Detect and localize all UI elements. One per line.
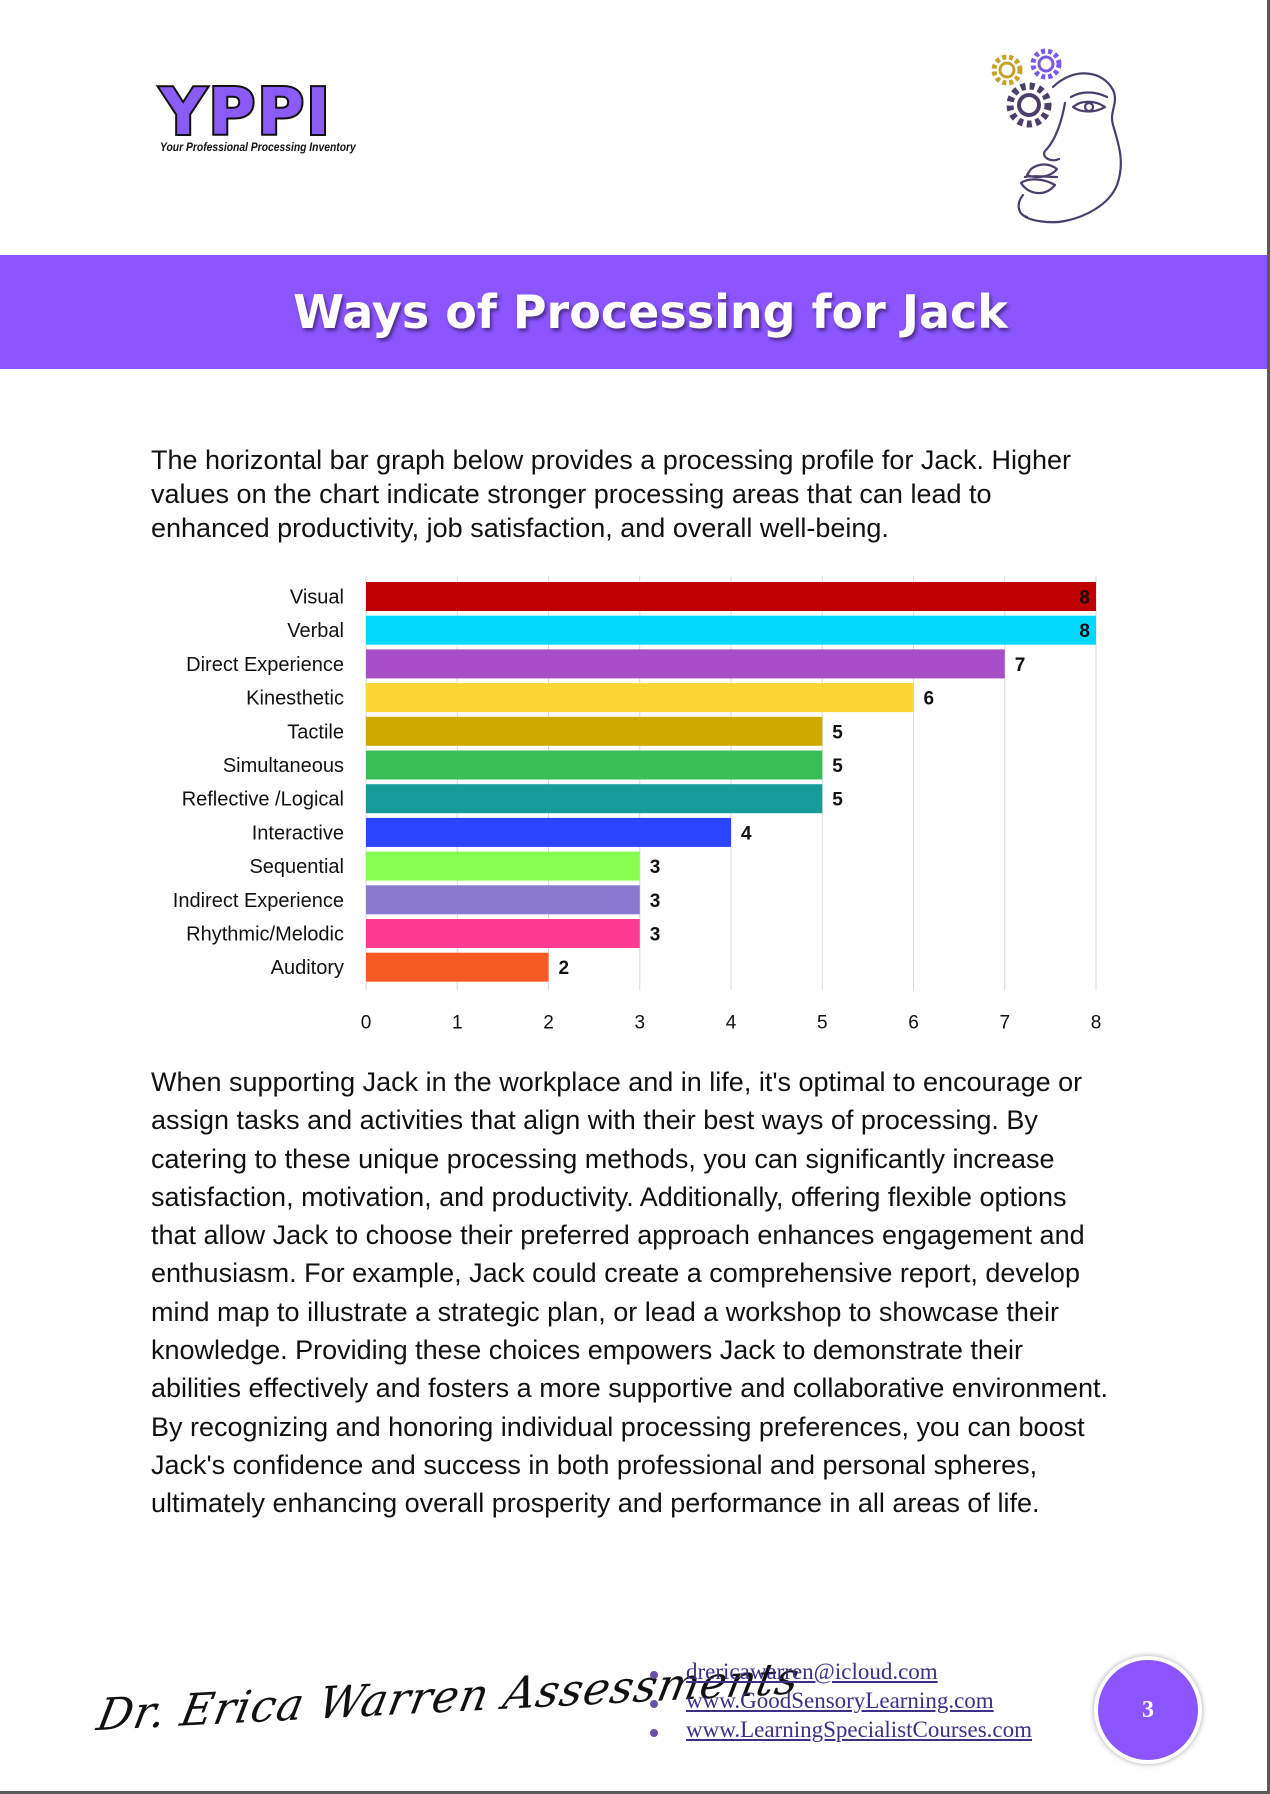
bar-kinesthetic	[366, 683, 914, 713]
signature-text: Dr. Erica Warren Assessments	[92, 1652, 805, 1742]
logo-wordmark: YPPI	[158, 76, 332, 150]
x-tick-label: 5	[817, 1012, 828, 1033]
contact-item-website-1: www.GoodSensoryLearning.com	[650, 1688, 1080, 1717]
category-label: Tactile	[287, 721, 344, 743]
x-tick-label: 1	[452, 1012, 463, 1033]
bar-tactile	[366, 716, 823, 746]
page-title: Ways of Processing for Jack	[293, 285, 1008, 339]
value-label: 7	[1015, 655, 1026, 676]
bar-visual	[366, 582, 1096, 611]
page-bottom-edge	[0, 1791, 1270, 1794]
bar-simultaneous	[366, 750, 823, 780]
category-label: Sequential	[249, 856, 344, 878]
bar-interactive	[366, 817, 731, 847]
category-label: Auditory	[271, 957, 344, 979]
body-paragraph: When supporting Jack in the workplace an…	[151, 1067, 1109, 1519]
value-label: 4	[741, 823, 752, 844]
x-tick-label: 0	[361, 1012, 372, 1033]
x-axis-ticks: 0 1 2 3 4 5 6 7 8	[361, 1012, 1102, 1033]
category-label: Interactive	[252, 822, 344, 844]
page-edge	[1267, 0, 1270, 1794]
contact-item-website-2: www.LearningSpecialistCourses.com	[650, 1717, 1080, 1746]
chart-bars	[366, 582, 1096, 982]
signature: Dr. Erica Warren Assessments	[93, 1653, 804, 1760]
category-label: Verbal	[287, 620, 344, 642]
bar-rhythmic-melodic	[366, 919, 640, 948]
value-labels: 8 8 7 6 5 5 5 4 3 3 3 2	[559, 588, 1091, 980]
page-number-badge: 3	[1094, 1656, 1202, 1764]
bar-auditory	[366, 952, 549, 982]
x-tick-label: 2	[543, 1012, 554, 1033]
contact-list: drericawarren@icloud.com www.GoodSensory…	[650, 1659, 1080, 1746]
x-tick-label: 3	[634, 1012, 645, 1033]
category-label: Visual	[290, 587, 344, 609]
logo-tagline: Your Professional Processing Inventory	[160, 140, 356, 154]
value-label: 6	[924, 689, 935, 710]
bullet-icon	[650, 1671, 658, 1679]
face-with-gears-icon	[991, 48, 1122, 224]
x-tick-label: 4	[726, 1012, 737, 1033]
value-label: 8	[1079, 621, 1090, 642]
category-label: Indirect Experience	[173, 890, 344, 912]
value-label: 3	[650, 891, 661, 912]
category-label: Rhythmic/Melodic	[186, 924, 344, 946]
learning-specialist-courses-link[interactable]: www.LearningSpecialistCourses.com	[686, 1717, 1032, 1742]
value-label: 2	[559, 958, 570, 979]
value-label: 8	[1079, 588, 1090, 609]
category-label: Direct Experience	[186, 654, 344, 676]
bar-sequential	[366, 851, 640, 881]
bullet-icon	[650, 1729, 658, 1737]
bar-verbal	[366, 615, 1096, 645]
good-sensory-learning-link[interactable]: www.GoodSensoryLearning.com	[686, 1688, 994, 1713]
bar-reflective-logical	[366, 784, 823, 814]
category-label: Simultaneous	[223, 755, 344, 777]
value-label: 5	[832, 756, 843, 777]
value-label: 5	[832, 790, 843, 811]
value-label: 5	[832, 722, 843, 743]
value-label: 3	[650, 857, 661, 878]
category-label: Reflective /Logical	[182, 789, 344, 811]
x-tick-label: 6	[908, 1012, 919, 1033]
title-banner: Ways of Processing for Jack	[0, 255, 1267, 369]
x-tick-label: 8	[1091, 1012, 1102, 1033]
bar-indirect-experience	[366, 885, 640, 915]
x-tick-label: 7	[999, 1012, 1010, 1033]
value-label: 3	[650, 925, 661, 946]
category-label: Kinesthetic	[246, 688, 344, 710]
yppi-logo: YPPI Your Professional Processing Invent…	[158, 76, 380, 158]
bullet-icon	[650, 1700, 658, 1708]
page-number: 3	[1142, 1696, 1154, 1723]
contact-item-email: drericawarren@icloud.com	[650, 1659, 1080, 1688]
email-link[interactable]: drericawarren@icloud.com	[686, 1659, 938, 1684]
intro-paragraph: The horizontal bar graph below provides …	[151, 445, 1071, 543]
bar-direct-experience	[366, 649, 1005, 679]
